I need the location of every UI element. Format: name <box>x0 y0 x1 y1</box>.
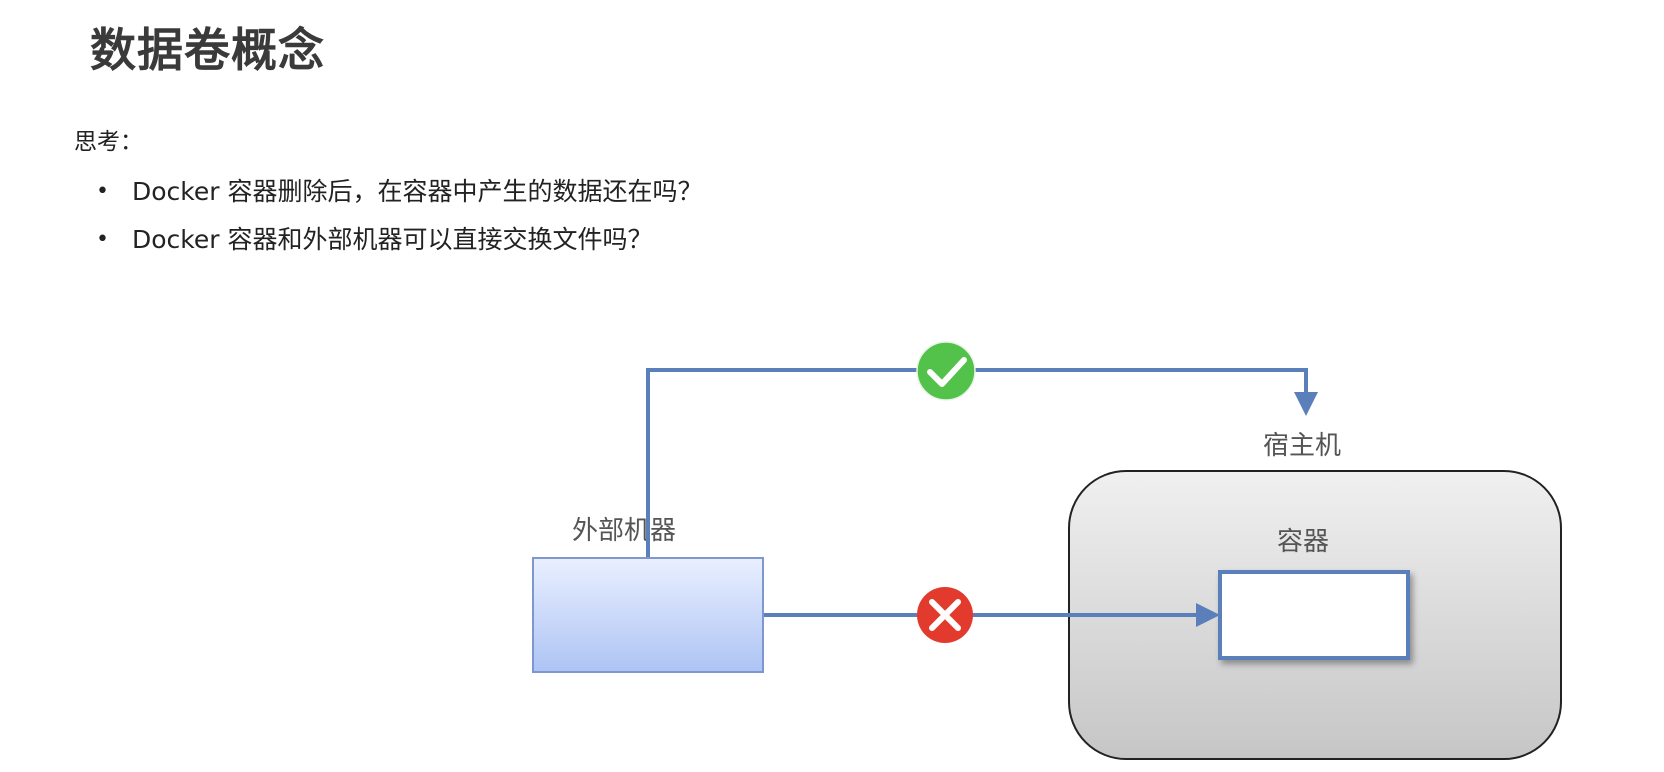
external-machine-label: 外部机器 <box>572 516 677 546</box>
container-label: 容器 <box>1277 527 1330 557</box>
external-to-host-arrow <box>646 368 1318 557</box>
bullet-icon: • <box>96 179 109 204</box>
bullet-icon: • <box>96 227 109 252</box>
check-icon <box>916 341 976 401</box>
question-text: Docker 容器删除后，在容器中产生的数据还在吗？ <box>132 177 703 206</box>
list-item: • Docker 容器和外部机器可以直接交换文件吗？ <box>96 216 703 264</box>
host-machine-label: 宿主机 <box>1263 431 1342 461</box>
external-machine-box <box>532 557 764 673</box>
list-item: • Docker 容器删除后，在容器中产生的数据还在吗？ <box>96 168 703 216</box>
question-list: • Docker 容器删除后，在容器中产生的数据还在吗？ • Docker 容器… <box>96 168 703 264</box>
container-box <box>1218 570 1410 660</box>
page-title: 数据卷概念 <box>90 23 325 77</box>
question-text: Docker 容器和外部机器可以直接交换文件吗？ <box>132 225 653 254</box>
cross-icon <box>917 587 973 643</box>
think-label: 思考： <box>74 129 143 155</box>
